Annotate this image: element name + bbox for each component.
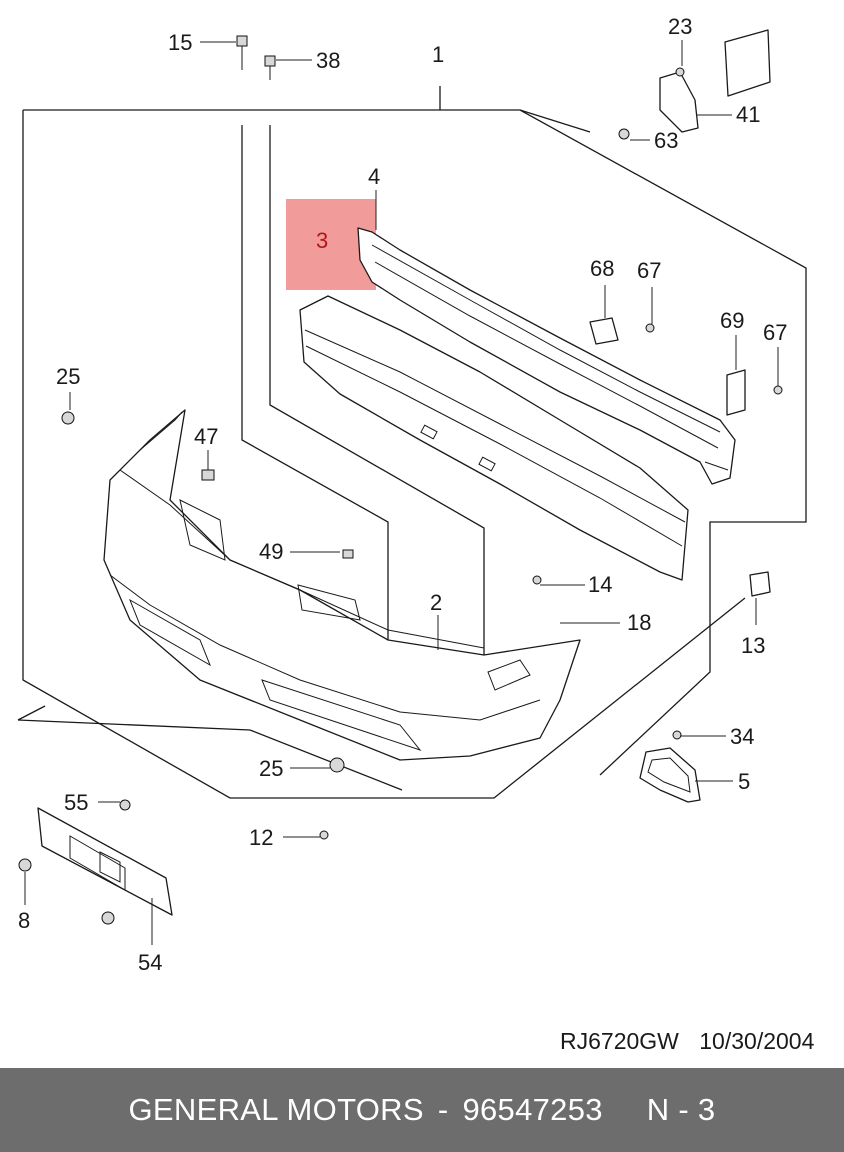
- footer-brand: GENERAL MOTORS: [128, 1092, 424, 1127]
- drawing-date: 10/30/2004: [699, 1028, 815, 1054]
- callout-labels: 1 15 38 23 41 63 4 3 68 67 69 67 25 47 4…: [18, 14, 787, 975]
- callout-23: 23: [668, 14, 692, 39]
- drawing-code: RJ6720GW: [560, 1028, 679, 1054]
- callout-12: 12: [249, 825, 273, 850]
- footer-page: N - 3: [646, 1092, 716, 1127]
- clip-13: [749, 571, 771, 597]
- bracket-68: [589, 317, 619, 345]
- callout-67-upper: 67: [637, 258, 661, 283]
- callout-15: 15: [168, 30, 192, 55]
- license-plate-bracket: [37, 807, 173, 916]
- callout-3: 3: [316, 228, 328, 253]
- callout-49: 49: [259, 539, 283, 564]
- leader-lines: [24, 40, 779, 945]
- assembly-frame: [17, 86, 807, 799]
- callout-25-lower: 25: [259, 756, 283, 781]
- bumper-fascia: [103, 409, 581, 761]
- callout-14: 14: [588, 572, 612, 597]
- callout-2: 2: [430, 590, 442, 615]
- callout-68: 68: [590, 256, 614, 281]
- callout-8: 8: [18, 908, 30, 933]
- fog-lamp-bezel: [639, 747, 701, 803]
- callout-54: 54: [138, 950, 162, 975]
- footer-bar: GENERAL MOTORS - 96547253 N - 3: [0, 1068, 844, 1152]
- drawing-reference: RJ6720GW 10/30/2004: [560, 1028, 814, 1055]
- callout-4: 4: [368, 164, 380, 189]
- callout-13: 13: [741, 633, 765, 658]
- callout-69: 69: [720, 308, 744, 333]
- energy-absorber: [299, 295, 689, 581]
- callout-41: 41: [736, 102, 760, 127]
- callout-18: 18: [627, 610, 651, 635]
- callout-1: 1: [432, 42, 444, 67]
- callout-25-upper: 25: [56, 364, 80, 389]
- exploded-parts-diagram: 1 15 38 23 41 63 4 3 68 67 69 67 25 47 4…: [17, 14, 807, 975]
- bracket-69: [726, 369, 746, 416]
- callout-34: 34: [730, 724, 754, 749]
- bumper-reinforcement-beam: [357, 227, 736, 485]
- hardware-fasteners: [18, 35, 783, 925]
- footer-part-number: 96547253: [462, 1092, 603, 1127]
- callout-55: 55: [64, 790, 88, 815]
- footer-separator: -: [437, 1092, 449, 1127]
- callout-38: 38: [316, 48, 340, 73]
- callout-63: 63: [654, 128, 678, 153]
- callout-5: 5: [738, 769, 750, 794]
- callout-67-lower: 67: [763, 320, 787, 345]
- callout-47: 47: [194, 424, 218, 449]
